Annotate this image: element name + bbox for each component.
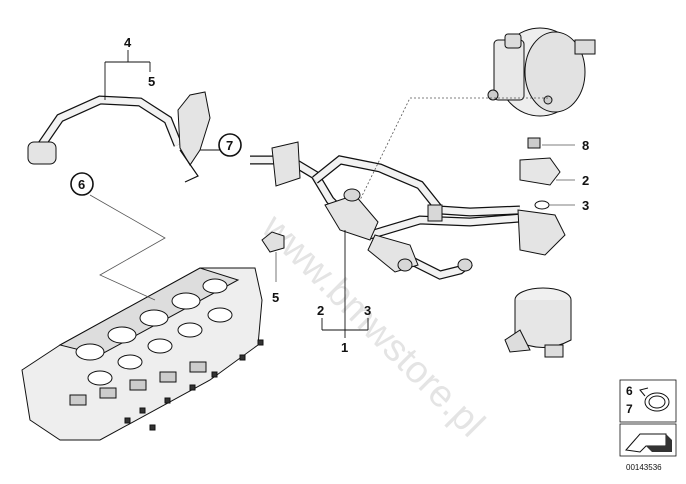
cylinder-head-illustration [21,267,264,441]
circled-callout-7: 7 [200,133,242,157]
callout-1: 1 [341,340,348,355]
callout-bracket-4 [104,50,151,100]
callout-5-top: 5 [148,74,155,89]
callout-3-right: 3 [582,198,589,213]
hose-clamp-icon [639,387,670,412]
document-number: 00143536 [626,463,662,472]
secondary-air-hose-left [27,91,211,183]
circled-callout-6-label: 6 [78,177,85,192]
callout-4: 4 [124,35,132,50]
pressure-sensor-illustration [519,137,561,210]
arrow-icon [625,433,672,453]
callout-2-bottom: 2 [317,303,324,318]
secondary-air-pump-illustration [504,287,572,358]
circled-callout-7-label: 7 [226,138,233,153]
legend-box: 6 7 00143536 [619,379,677,472]
leader-line-6 [89,194,166,301]
legend-number-7: 7 [626,402,633,416]
callout-5-bottom: 5 [272,290,279,305]
callout-leaders-right [542,144,575,206]
brake-booster-illustration [487,27,596,117]
hose-clamp-part [261,231,285,282]
legend-number-6: 6 [626,384,633,398]
leader-line-booster [359,97,548,201]
callout-2-right: 2 [582,173,589,188]
callout-bracket-1 [321,230,369,338]
callout-8: 8 [582,138,589,153]
secondary-air-hose-assembly [250,141,566,280]
callout-3-bottom: 3 [364,303,371,318]
circled-callout-6: 6 [70,172,94,196]
